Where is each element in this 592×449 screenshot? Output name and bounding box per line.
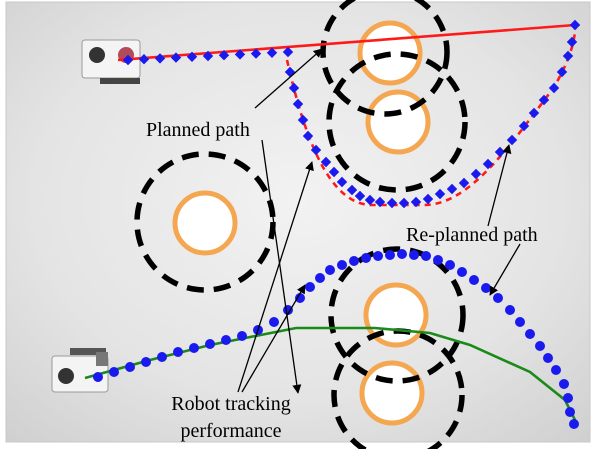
tracking-marker — [538, 94, 550, 106]
tracking-marker — [325, 265, 335, 275]
tracking-marker — [422, 193, 434, 205]
tracking-marker — [458, 177, 470, 189]
obstacle — [359, 360, 425, 426]
robot-tracking-label-line2: performance — [180, 420, 281, 442]
tracking-marker — [556, 66, 568, 78]
tracking-marker — [364, 194, 376, 206]
tracking-marker — [93, 372, 103, 382]
tracking-marker — [122, 54, 134, 66]
tracking-marker — [237, 331, 247, 341]
tracking-marker — [563, 393, 573, 403]
tracking-marker — [493, 293, 503, 303]
tracking-marker — [189, 343, 199, 353]
tracking-marker — [518, 120, 530, 132]
tracking-marker — [569, 419, 579, 429]
tracking-marker — [337, 260, 347, 270]
tracking-marker — [234, 49, 246, 60]
tracking-marker — [282, 46, 294, 58]
tracking-marker — [295, 293, 305, 303]
tracking-marker — [566, 36, 578, 48]
tracking-marker — [292, 98, 304, 110]
tracking-marker — [482, 158, 494, 170]
tracking-marker — [397, 249, 407, 259]
photo-border — [5, 1, 591, 443]
tracking-markers — [93, 19, 581, 429]
tracking-marker — [494, 146, 506, 158]
tracking-marker — [310, 144, 322, 156]
tracking-marker — [481, 283, 491, 293]
tracking-marker — [154, 53, 166, 64]
tracking-marker — [565, 407, 575, 417]
tracking-marker — [157, 352, 167, 362]
tracking-marker — [562, 50, 574, 62]
tracking-marker — [297, 114, 309, 126]
robot-icon — [51, 348, 109, 393]
tracking-marker — [559, 379, 569, 389]
safety-circle — [328, 246, 466, 384]
tracking-marker — [409, 250, 419, 260]
tracking-marker — [410, 196, 422, 208]
tracking-marker — [445, 260, 455, 270]
safety-circle — [320, 0, 450, 117]
tracking-marker — [205, 339, 215, 349]
tracking-marker — [141, 357, 151, 367]
tracking-marker — [361, 253, 371, 263]
robot-icon — [81, 39, 141, 84]
safety-circle — [326, 51, 468, 193]
tracking-marker — [336, 176, 348, 188]
tracking-marker — [202, 50, 214, 62]
tracking-marker — [173, 347, 183, 357]
tracking-marker — [446, 183, 458, 195]
tracking-marker — [469, 275, 479, 285]
tracking-marker — [535, 341, 545, 351]
tracking-marker — [109, 367, 119, 377]
planned-path-label: Planned path — [146, 119, 250, 141]
tracking-marker — [551, 365, 561, 375]
replanned-path-label: Re-planned path — [406, 224, 538, 246]
obstacle — [172, 190, 238, 256]
tracking-marker — [349, 256, 359, 266]
tracking-marker — [269, 317, 279, 327]
tracking-marker — [170, 52, 182, 63]
tracking-marker — [218, 50, 230, 61]
tracking-marker — [374, 196, 386, 208]
tracking-marker — [138, 54, 150, 65]
tracking-marker — [320, 156, 332, 168]
replanned-top-path-line — [285, 24, 577, 207]
tracking-marker — [125, 362, 135, 372]
tracking-marker — [373, 251, 383, 261]
tracking-marker — [543, 353, 553, 363]
tracking-marker — [528, 107, 540, 119]
annotation-arrows — [237, 48, 521, 394]
tracking-marker — [302, 130, 314, 142]
tracking-marker — [505, 305, 515, 315]
tracking-marker — [434, 188, 446, 200]
tracking-marker — [385, 250, 395, 260]
tracking-marker — [315, 273, 325, 283]
tracking-marker — [515, 317, 525, 327]
tracking-marker — [470, 168, 482, 180]
tracking-marker — [548, 82, 560, 94]
tracking-marker — [457, 267, 467, 277]
tracking-marker — [186, 51, 198, 62]
tracking-marker — [328, 166, 340, 178]
tracking-marker — [305, 282, 315, 292]
robot-tracking-label: Robot tracking — [171, 393, 290, 415]
tracking-marker — [221, 335, 231, 345]
tracking-marker — [525, 329, 535, 339]
tracking-marker — [288, 82, 300, 94]
safety-circle — [134, 151, 276, 293]
tracking-marker — [506, 134, 518, 146]
tracking-marker — [354, 190, 366, 202]
tracking-marker — [386, 197, 398, 209]
tracking-marker — [346, 184, 358, 196]
tracking-marker — [250, 48, 262, 59]
tracking-marker — [433, 255, 443, 265]
tracking-marker — [569, 19, 581, 31]
tracking-marker — [421, 251, 431, 261]
tracking-marker — [266, 47, 278, 58]
tracking-marker — [398, 197, 410, 209]
